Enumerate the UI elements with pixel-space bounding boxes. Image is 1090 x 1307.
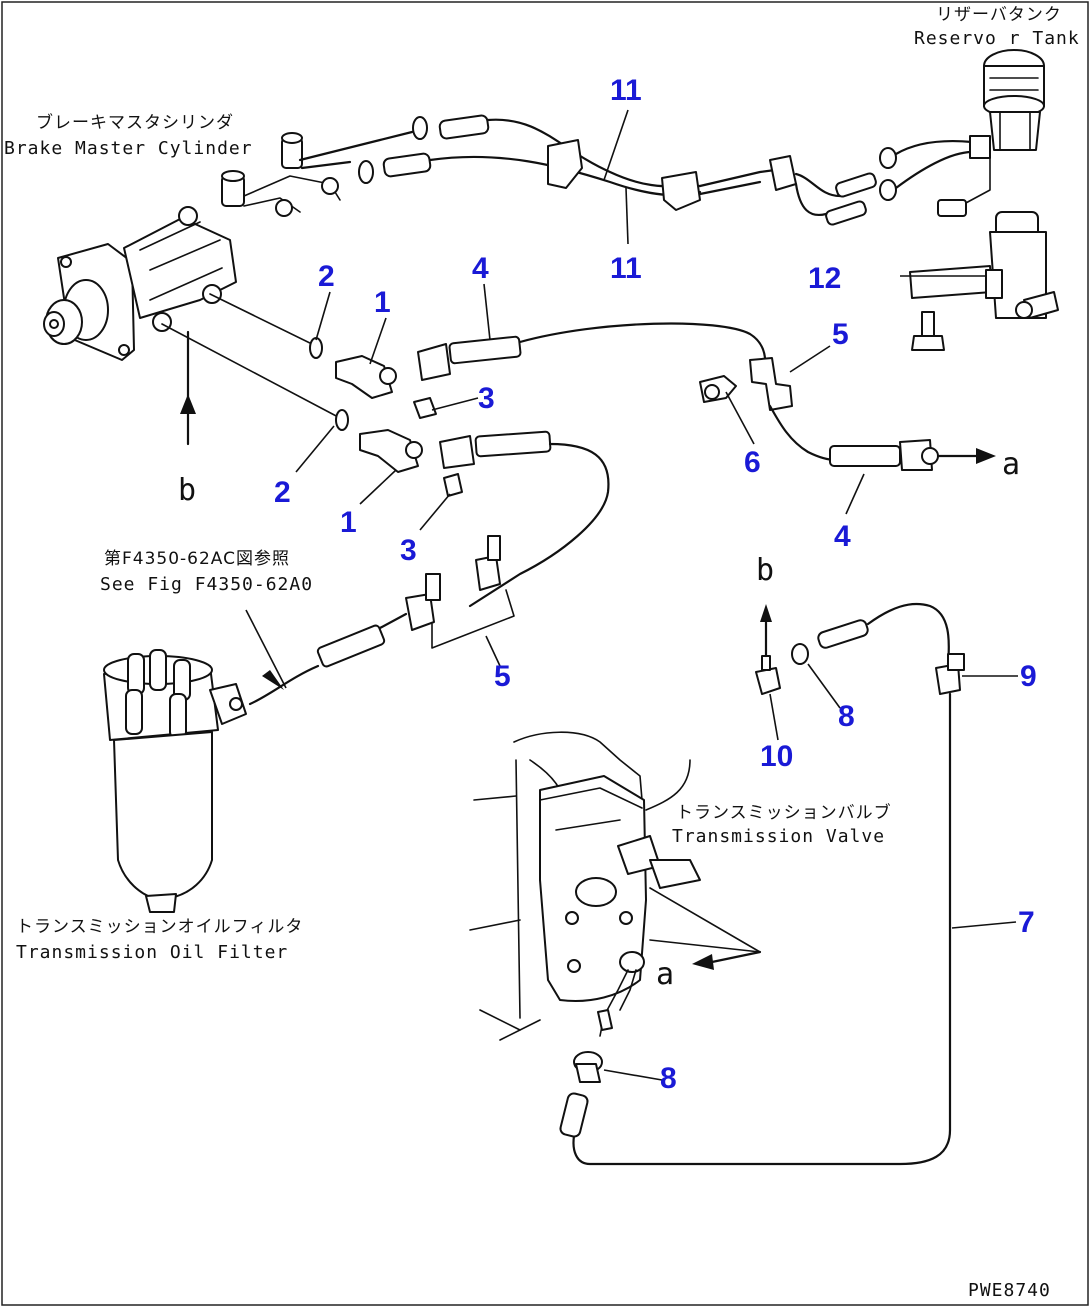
brake-master-label-jp: ブレーキマスタシリンダ bbox=[36, 112, 234, 133]
reservoir-tank bbox=[937, 49, 1045, 217]
callout-8-lower: 8 bbox=[660, 1062, 677, 1095]
callout-11-lower: 11 bbox=[610, 252, 642, 285]
callout-1-lower: 1 bbox=[340, 506, 357, 539]
callout-4-upper: 4 bbox=[472, 252, 489, 285]
letter-a-right: a bbox=[1002, 447, 1020, 482]
transmission-pressure-hose bbox=[559, 602, 965, 1166]
pressure-switch-bracket bbox=[909, 211, 1059, 351]
reservoir-tank-label: Reservo r Tank bbox=[914, 28, 1080, 49]
callout-8-upper: 8 bbox=[838, 700, 855, 733]
transmission-valve-label-jp: トランスミッションバルブ bbox=[676, 802, 892, 823]
letter-b-cylinder: b bbox=[178, 473, 196, 508]
callout-1-upper: 1 bbox=[374, 286, 391, 319]
transmission-valve bbox=[469, 731, 701, 1041]
leader-lines bbox=[245, 109, 1018, 1081]
a-pointer bbox=[649, 887, 762, 970]
callout-2-upper: 2 bbox=[318, 260, 335, 293]
view-letters: a a b b bbox=[178, 447, 1020, 992]
letter-b-upper: b bbox=[756, 553, 774, 588]
arrow-b-icon bbox=[180, 394, 196, 414]
callout-9: 9 bbox=[1020, 660, 1037, 693]
hose-clamp-lower bbox=[248, 535, 515, 706]
brake-master-label: Brake Master Cylinder bbox=[4, 138, 253, 159]
caption-labels: リザーバタンク Reservo r Tank ブレーキマスタシリンダ Brake… bbox=[4, 5, 1080, 1301]
brake-master-cylinder bbox=[43, 132, 341, 361]
reservoir-tank-label-jp: リザーバタンク bbox=[936, 5, 1062, 25]
oil-filter-label-jp: トランスミッションオイルフィルタ bbox=[16, 917, 303, 937]
callout-2-lower: 2 bbox=[274, 476, 291, 509]
callout-6: 6 bbox=[744, 446, 761, 479]
transmission-valve-label: Transmission Valve bbox=[672, 826, 885, 847]
callout-10: 10 bbox=[760, 740, 793, 773]
see-fig-label-jp: 第F4350-62AC図参照 bbox=[104, 549, 290, 569]
callout-11-upper: 11 bbox=[610, 74, 642, 107]
see-fig-label: See Fig F4350-62A0 bbox=[100, 574, 313, 595]
callout-12: 12 bbox=[808, 262, 841, 295]
callout-5-upper: 5 bbox=[832, 318, 849, 351]
callout-5-lower: 5 bbox=[494, 660, 511, 693]
callout-7: 7 bbox=[1018, 906, 1035, 939]
arrow-b-up-icon bbox=[760, 604, 772, 622]
callout-3-upper: 3 bbox=[478, 382, 495, 415]
callout-numbers: 11 11 2 1 4 3 12 5 6 4 2 1 3 5 9 8 10 7 … bbox=[274, 74, 1037, 1095]
drawing-ref: PWE8740 bbox=[968, 1280, 1051, 1301]
arrow-a-icon bbox=[692, 954, 714, 970]
oil-filter-label: Transmission Oil Filter bbox=[16, 942, 288, 963]
callout-3-lower: 3 bbox=[400, 534, 417, 567]
callout-4-lower: 4 bbox=[834, 520, 851, 553]
brake-line-fittings bbox=[161, 293, 996, 608]
transmission-oil-filter bbox=[103, 649, 247, 913]
letter-a-valve: a bbox=[656, 957, 674, 992]
reservoir-hoses bbox=[298, 114, 974, 226]
arrow-to-a-icon bbox=[976, 448, 996, 464]
